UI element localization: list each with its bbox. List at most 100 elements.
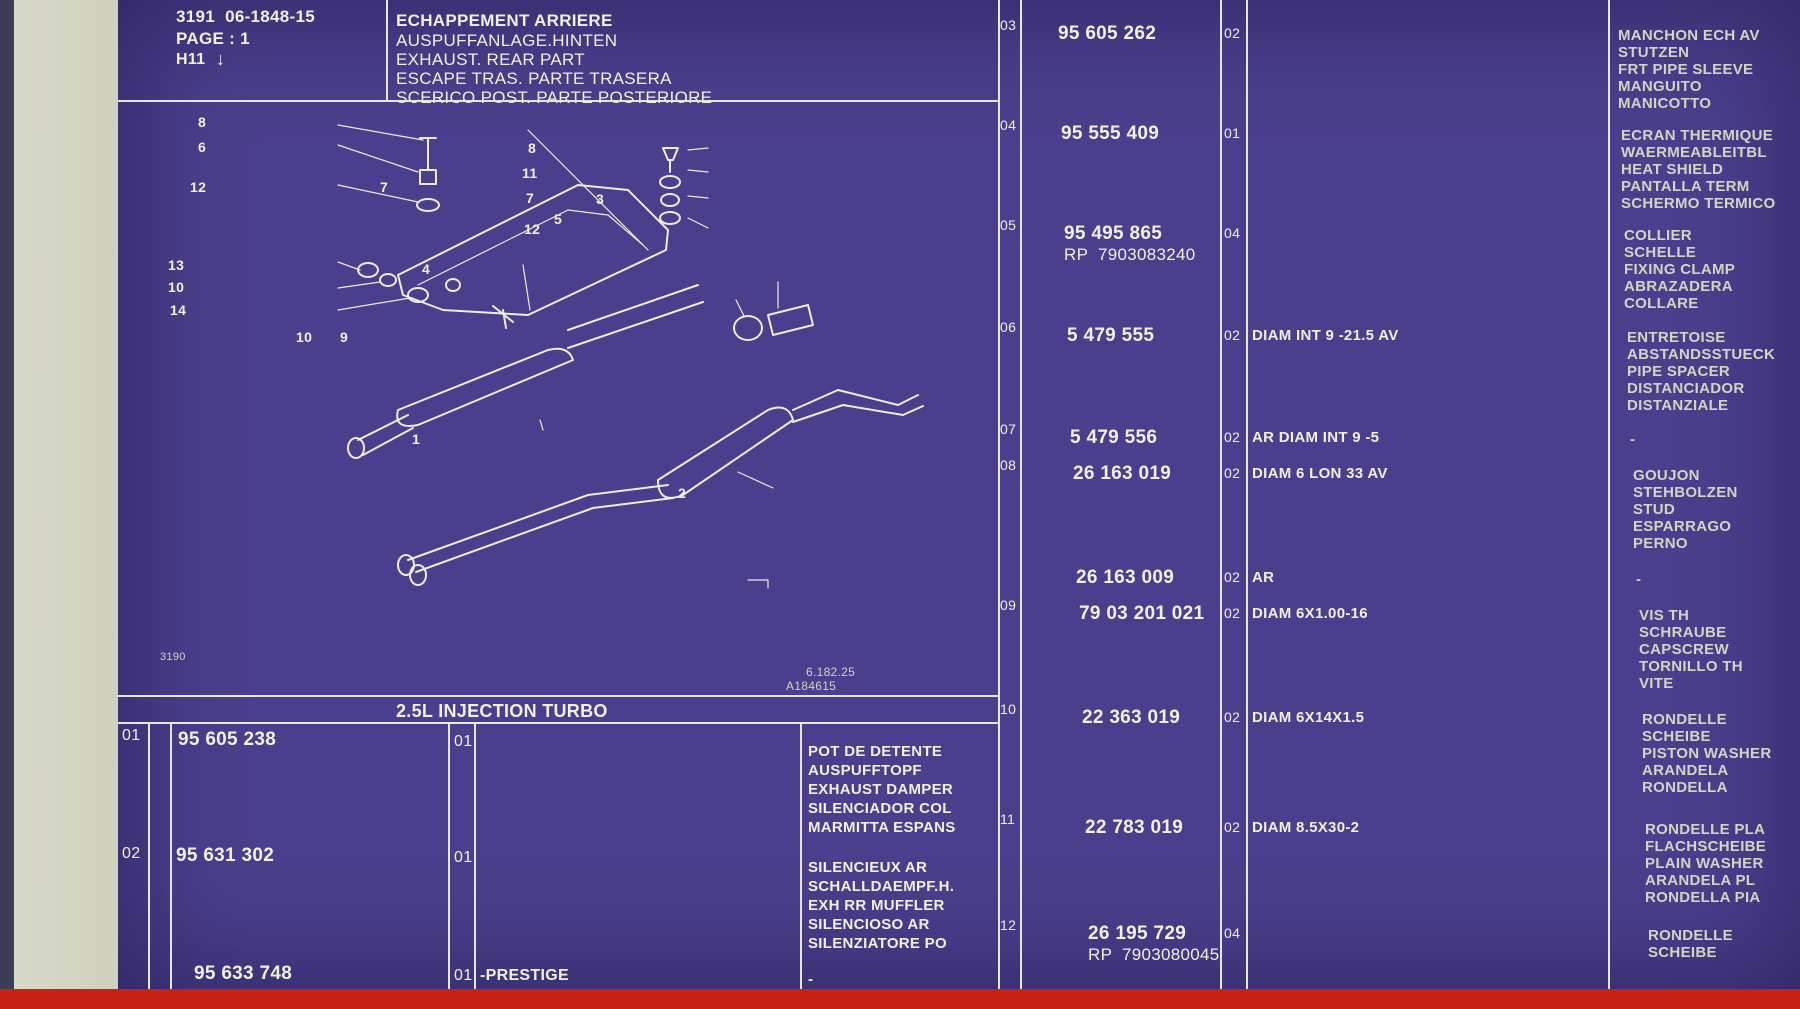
drawing-code-right: 6.182.25	[806, 665, 856, 679]
desc-line: RONDELLA	[1642, 779, 1728, 796]
note-cell: DIAM 8.5X30-2	[1252, 819, 1360, 836]
grid-ref: H11	[176, 51, 206, 68]
part-number-cell: 26 195 729	[1088, 923, 1187, 944]
part-number-cell: 95 633 748	[194, 963, 293, 984]
callout-14: 14	[170, 302, 187, 318]
description-cell: POT DE DETENTE AUSPUFFTOPF EXHAUST DAMPE…	[808, 742, 998, 837]
divider	[148, 722, 150, 990]
title-es: ESCAPE TRAS. PARTE TRASERA	[396, 69, 672, 88]
desc-line: RONDELLE	[1642, 711, 1727, 728]
desc-line: MANCHON ECH AV	[1618, 27, 1760, 44]
red-desk-edge	[0, 989, 1800, 1009]
callout-2: 2	[678, 485, 687, 501]
qty-cell: 02	[1224, 465, 1241, 481]
sheet-code: 3191 06-1848-15	[176, 7, 316, 26]
divider	[118, 695, 998, 697]
part-number-cell: 5 479 555	[1067, 325, 1155, 346]
callout-13: 13	[168, 257, 185, 273]
divider	[118, 100, 998, 102]
desc-line: FRT PIPE SLEEVE	[1618, 61, 1754, 78]
desc-line: TORNILLO TH	[1639, 658, 1743, 675]
callout-1: 1	[412, 431, 421, 447]
desc-line: EXH RR MUFFLER	[808, 897, 945, 914]
pos-cell: 04	[1000, 117, 1017, 133]
divider	[1608, 0, 1610, 990]
part-number-cell: 26 163 009	[1076, 567, 1175, 588]
divider	[800, 722, 802, 990]
callout-4: 4	[422, 261, 431, 277]
qty-cell: 01	[454, 967, 473, 984]
desc-line: RONDELLE PLA	[1645, 821, 1766, 838]
nut-shape	[419, 169, 437, 185]
desc-line: COLLARE	[1624, 295, 1699, 312]
sleeve-shape	[767, 304, 814, 336]
callout-6: 6	[198, 139, 207, 155]
parts-catalog-sheet: 3191 06-1848-15 PAGE : 1 H11 ↓ ECHAPPEME…	[118, 0, 1800, 990]
desc-line: -	[808, 971, 814, 988]
qty-cell: 01	[454, 733, 473, 750]
part-number-cell: 5 479 556	[1070, 427, 1158, 448]
desc-line: PLAIN WASHER	[1645, 855, 1764, 872]
qty-cell: 02	[1224, 605, 1241, 621]
desc-line: ARANDELA	[1642, 762, 1729, 779]
desc-line: ENTRETOISE	[1627, 329, 1726, 346]
desc-line: VIS TH	[1639, 607, 1690, 624]
desc-line: ABSTANDSSTUECK	[1627, 346, 1776, 363]
description-cell: SILENCIEUX AR SCHALLDAEMPF.H. EXH RR MUF…	[808, 858, 998, 953]
qty-cell: 02	[1224, 819, 1241, 835]
pos-cell: 09	[1000, 597, 1017, 613]
desc-line: SCHEIBE	[1642, 728, 1711, 745]
callout-5: 5	[554, 211, 563, 227]
note-cell: DIAM 6X1.00-16	[1252, 605, 1368, 622]
note-cell: AR DIAM INT 9 -5	[1252, 429, 1380, 446]
page-number: PAGE : 1	[176, 29, 250, 48]
callout-8: 8	[198, 114, 207, 130]
damper-shape	[396, 347, 574, 427]
desc-line: MARMITTA ESPANS	[808, 819, 956, 836]
divider	[998, 0, 1000, 990]
qty-cell: 04	[1224, 225, 1241, 241]
desc-line: SCHEIBE	[1648, 944, 1717, 961]
qty-cell: 01	[454, 849, 473, 866]
qty-cell: 02	[1224, 25, 1241, 41]
desc-line: -	[1630, 431, 1636, 448]
desc-line: STUTZEN	[1618, 44, 1690, 61]
pos-cell: 07	[1000, 421, 1017, 437]
rp-number-cell: RP 7903083240	[1064, 245, 1196, 264]
pos-cell: 03	[1000, 17, 1017, 33]
desc-line: ABRAZADERA	[1624, 278, 1733, 295]
desc-line: DISTANCIADOR	[1627, 380, 1745, 397]
desc-line: MANICOTTO	[1618, 95, 1712, 112]
part-number-cell: 22 363 019	[1082, 707, 1181, 728]
desc-line: EXHAUST DAMPER	[808, 781, 954, 798]
desc-line: SCHALLDAEMPF.H.	[808, 878, 955, 895]
variant-label: 2.5L INJECTION TURBO	[396, 701, 608, 721]
pos-cell: 12	[1000, 917, 1017, 933]
callout-8b: 8	[528, 140, 537, 156]
drawing-code-ref: A184615	[786, 679, 837, 693]
part-number-cell: 26 163 019	[1073, 463, 1172, 484]
callout-12b: 12	[524, 221, 541, 237]
desc-line: SILENCIOSO AR	[808, 916, 930, 933]
pos-cell: 05	[1000, 217, 1017, 233]
note-cell: DIAM 6 LON 33 AV	[1252, 465, 1388, 482]
desc-line: POT DE DETENTE	[808, 743, 943, 760]
desc-line: COLLIER	[1624, 227, 1692, 244]
callout-12: 12	[190, 179, 207, 195]
desc-line: SILENZIATORE PO	[808, 935, 947, 952]
qty-cell: 01	[1224, 125, 1241, 141]
desc-line: PERNO	[1633, 535, 1688, 552]
pos-cell: 08	[1000, 457, 1017, 473]
desc-line: CAPSCREW	[1639, 641, 1729, 658]
note-cell: AR	[1252, 569, 1275, 586]
clamp-shape	[733, 315, 763, 341]
desc-line: SILENCIEUX AR	[808, 859, 928, 876]
qty-cell: 02	[1224, 569, 1241, 585]
bolt-shape	[419, 137, 437, 171]
desc-line: ECRAN THERMIQUE	[1621, 127, 1774, 144]
drawing-code-left: 3190	[160, 651, 186, 663]
note-cell: -PRESTIGE	[480, 967, 569, 984]
desc-line: AUSPUFFTOPF	[808, 762, 922, 779]
qty-cell: 02	[1224, 327, 1241, 343]
callout-10: 10	[168, 279, 185, 295]
